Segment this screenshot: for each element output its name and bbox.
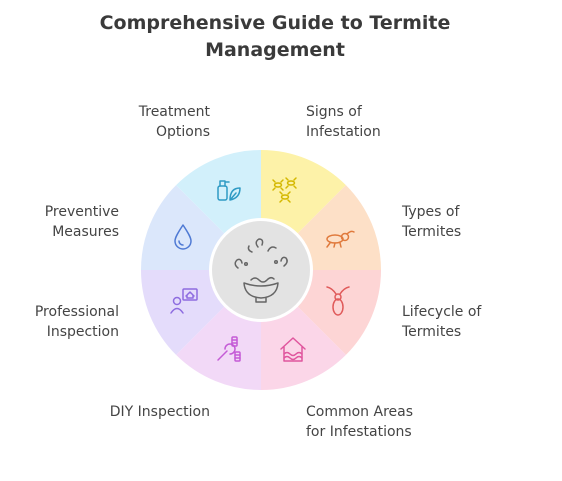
segment-diy-inspection bbox=[167, 306, 261, 391]
label-professional-inspection: Professional Inspection bbox=[34, 304, 119, 340]
label-lifecycle-of-termites: Lifecycle of Termites bbox=[402, 304, 482, 340]
segment-common-areas bbox=[261, 306, 346, 402]
center-hub bbox=[212, 221, 310, 319]
termites-icon bbox=[272, 177, 297, 203]
segment-professional-inspection bbox=[129, 270, 225, 355]
termite-side-icon bbox=[326, 230, 355, 248]
inspector-house-icon bbox=[170, 288, 198, 314]
wrench-screws-icon bbox=[217, 336, 241, 362]
label-preventive-measures: Preventive Measures bbox=[44, 204, 119, 240]
label-diy-inspection: DIY Inspection bbox=[109, 404, 210, 420]
segment-preventive-measures bbox=[140, 176, 225, 270]
bowl-splash-icon bbox=[234, 238, 288, 303]
segment-signs-of-infestation bbox=[261, 149, 355, 234]
label-common-areas: Common Areas for Infestations bbox=[306, 404, 414, 440]
water-drop-icon bbox=[174, 224, 192, 250]
segment-lifecycle-of-termites bbox=[297, 270, 382, 364]
segment-types-of-termites bbox=[297, 185, 393, 270]
termite-antennae-icon bbox=[326, 286, 350, 316]
label-treatment-options: Treatment Options bbox=[138, 104, 210, 140]
label-types-of-termites: Types of Termites bbox=[402, 204, 462, 240]
diagram-title: Comprehensive Guide to Termite Managemen… bbox=[99, 12, 451, 61]
flooded-house-icon bbox=[280, 337, 306, 362]
label-signs-of-infestation: Signs of Infestation bbox=[306, 104, 381, 140]
spray-leaf-icon bbox=[217, 180, 241, 201]
